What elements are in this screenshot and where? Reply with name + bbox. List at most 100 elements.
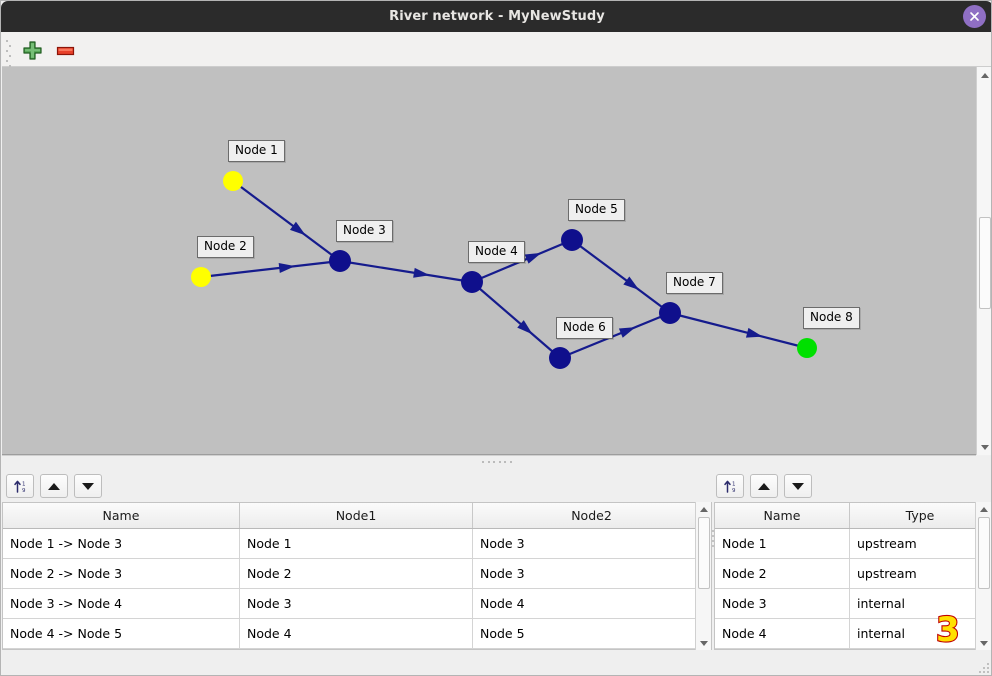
table-cell[interactable]: internal [849,588,991,619]
node-label-node-7[interactable]: Node 7 [666,272,723,294]
graph-edge[interactable] [232,180,341,262]
graph-edge[interactable] [471,281,561,359]
links-table-scroll-thumb[interactable] [698,517,710,589]
table-cell[interactable]: Node 1 [715,528,850,559]
edge-arrow-icon [517,320,533,335]
scroll-up-arrow-icon[interactable] [696,502,712,516]
graph-edge[interactable] [200,259,341,279]
triangle-up-icon[interactable] [750,474,778,498]
graph-edge[interactable] [339,259,473,284]
red-minus-icon[interactable] [53,38,77,62]
triangle-down-icon[interactable] [74,474,102,498]
triangle-down-icon[interactable] [784,474,812,498]
graph-edge[interactable] [571,239,671,314]
table-cell[interactable]: Node 4 [715,618,850,649]
graph-node-node-8[interactable] [797,338,817,358]
table-cell[interactable]: Node 2 [715,558,850,589]
column-header-node1[interactable]: Node1 [239,503,473,529]
table-cell[interactable]: Node 4 [239,618,473,649]
graph-node-node-1[interactable] [223,171,243,191]
table-cell[interactable]: Node 2 [239,558,473,589]
node-label-node-5[interactable]: Node 5 [568,199,625,221]
table-cell[interactable]: Node 4 -> Node 5 [3,618,240,649]
table-cell[interactable]: Node 1 -> Node 3 [3,528,240,559]
river-network-canvas[interactable]: Node 1 Node 2 Node 3 Node 4 Node 5 Node 6 Node… [2,67,991,455]
graph-node-node-2[interactable] [191,267,211,287]
toolbar-drag-handle[interactable] [6,40,11,67]
column-header-type[interactable]: Type [849,503,991,529]
node-label-node-2[interactable]: Node 2 [197,236,254,258]
resize-grip[interactable] [977,661,989,673]
nodes-toolbar: 1 9 [714,470,991,502]
node-label-node-8[interactable]: Node 8 [803,307,860,329]
graph-node-node-4[interactable] [461,271,483,293]
node-label-node-3[interactable]: Node 3 [336,220,393,242]
edge-arrow-icon [623,276,640,291]
scroll-down-arrow-icon[interactable] [976,636,991,650]
scroll-up-arrow-icon[interactable] [977,68,991,82]
vertical-pane-splitter[interactable] [712,502,714,650]
table-cell[interactable]: Node 3 [715,588,850,619]
graph-node-node-7[interactable] [659,302,681,324]
graph-vscroll-thumb[interactable] [979,217,991,309]
table-cell[interactable]: upstream [849,528,991,559]
horizontal-splitter[interactable] [2,456,991,470]
svg-text:1: 1 [732,481,736,487]
table-cell[interactable]: Node 4 [472,588,711,619]
column-header-node2[interactable]: Node2 [472,503,711,529]
main-toolbar [2,32,991,67]
title-bar: River network - MyNewStudy [1,1,991,32]
node-label-node-6[interactable]: Node 6 [556,317,613,339]
edge-arrow-icon [289,221,306,236]
column-header-name[interactable]: Name [3,503,240,529]
graph-edge[interactable] [559,311,671,360]
node-label-node-4[interactable]: Node 4 [468,241,525,263]
table-cell[interactable]: internal [849,618,991,649]
table-cell[interactable]: Node 5 [472,618,711,649]
graph-node-node-6[interactable] [549,347,571,369]
table-cell[interactable]: Node 1 [239,528,473,559]
triangle-up-icon[interactable] [40,474,68,498]
graph-node-node-3[interactable] [329,250,351,272]
table-cell[interactable]: Node 2 -> Node 3 [3,558,240,589]
table-cell[interactable]: Node 3 [472,558,711,589]
sort-ascending-icon[interactable]: 1 9 [716,474,744,498]
splitter-grip [482,461,512,464]
scroll-down-arrow-icon[interactable] [977,440,991,454]
graph-edge[interactable] [669,311,808,350]
node-label-node-1[interactable]: Node 1 [228,140,285,162]
nodes-table-scrollbar[interactable] [975,502,991,650]
scroll-down-arrow-icon[interactable] [696,636,712,650]
table-cell[interactable]: upstream [849,558,991,589]
network-graph [191,171,817,369]
sort-ascending-icon[interactable]: 1 9 [6,474,34,498]
column-header-name[interactable]: Name [715,503,850,529]
green-plus-icon[interactable] [20,38,44,62]
table-cell[interactable]: Node 3 -> Node 4 [3,588,240,619]
scroll-up-arrow-icon[interactable] [976,502,991,516]
close-icon[interactable] [963,5,986,28]
graph-node-node-5[interactable] [561,229,583,251]
links-table-scrollbar[interactable] [695,502,711,650]
table-cell[interactable]: Node 3 [239,588,473,619]
svg-text:9: 9 [732,488,736,494]
table-cell[interactable]: Node 3 [472,528,711,559]
graph-vertical-scrollbar[interactable] [976,67,991,455]
nodes-table-scroll-thumb[interactable] [978,517,990,589]
